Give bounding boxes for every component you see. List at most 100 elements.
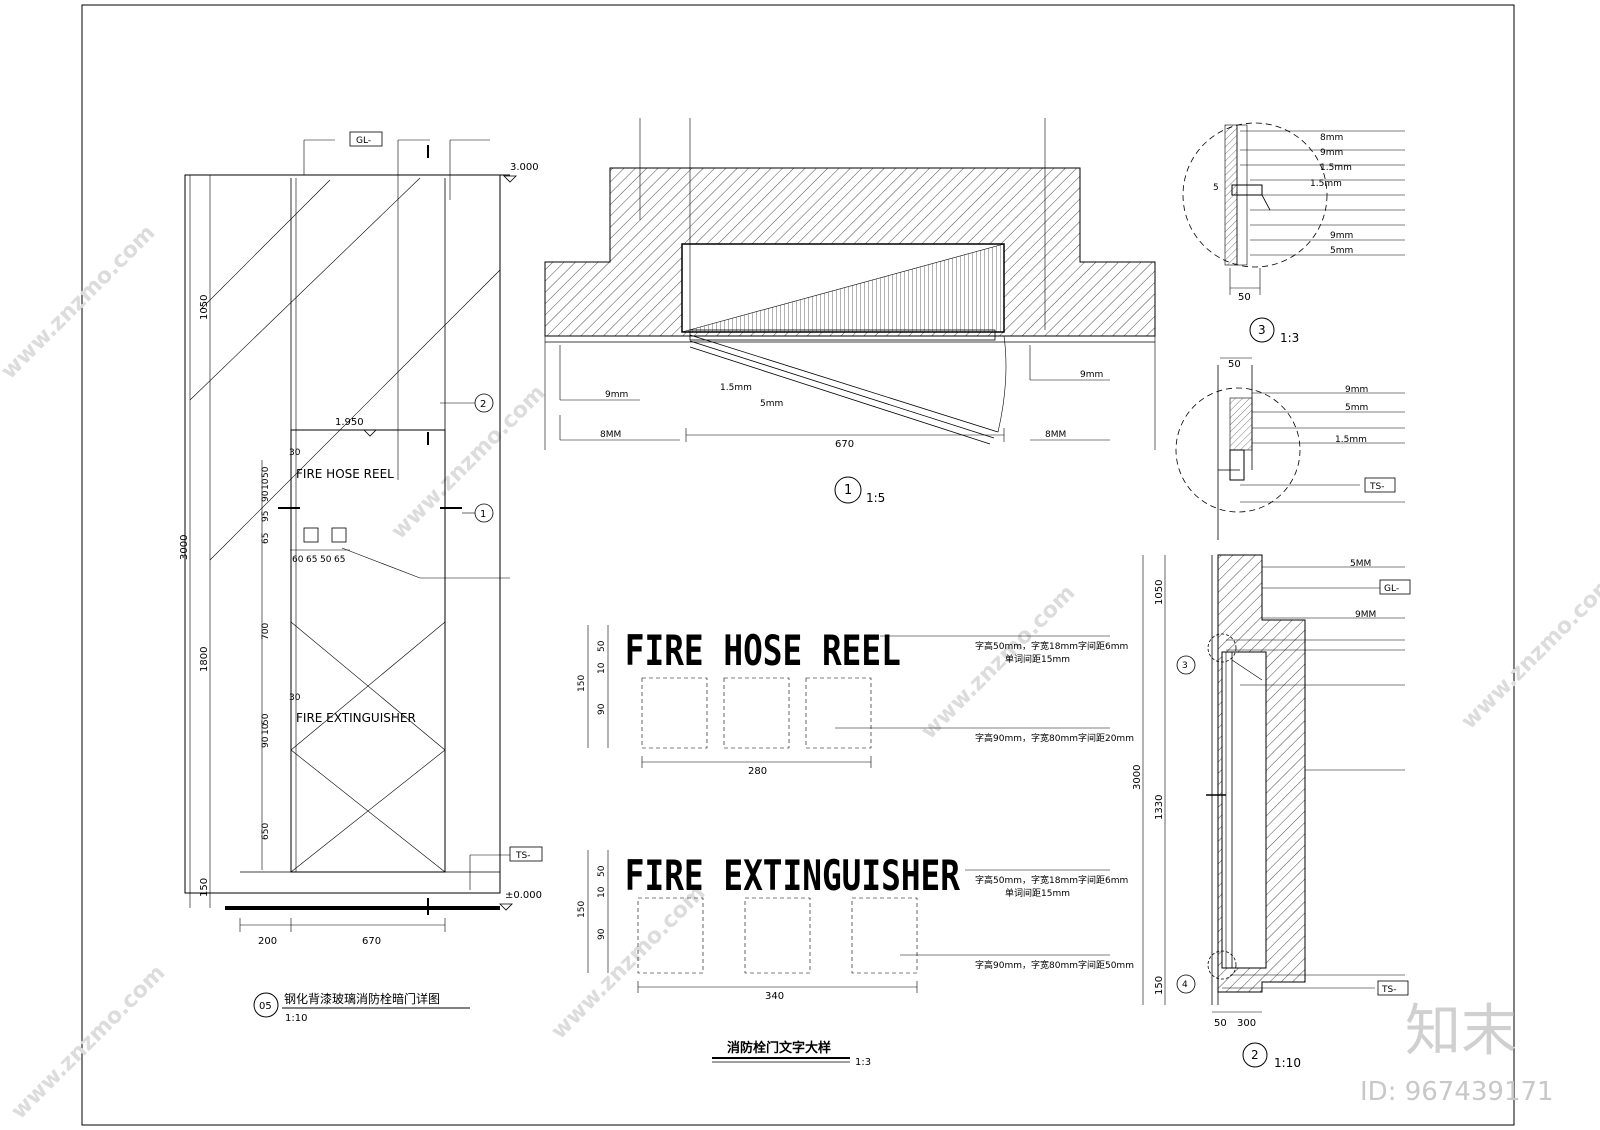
detail-05-number: 05 (259, 1001, 272, 1012)
dim-1800: 1800 (199, 647, 210, 672)
door-text-fire-hose-reel: FIRE HOSE REEL (296, 467, 394, 481)
detail-05-title: 钢化背漆玻璃消防栓暗门详图 (284, 991, 440, 1006)
detail-2-section: 3 4 5MM GL- 9MM TS- 1050 3000 1330 150 5… (1132, 554, 1411, 1070)
hose-dim-90: 90 (597, 703, 607, 715)
ext-dim-90: 90 (597, 928, 607, 940)
note-8mm-right: 8MM (1045, 430, 1066, 440)
watermark-logo-text: 知末 (1405, 999, 1517, 1064)
dim-670: 670 (835, 439, 854, 450)
dim-inner-65: 65 (261, 533, 271, 544)
dim-inner-95: 95 (261, 511, 271, 522)
dim-inner-50b: 50 (261, 713, 271, 725)
lettering-scale: 1:3 (855, 1057, 871, 1068)
d2-dim-50: 50 (1228, 359, 1241, 370)
ext-dim-150: 150 (577, 901, 587, 918)
d3-label-5mm: 5mm (1330, 246, 1353, 256)
callout-30b: 30 (289, 693, 301, 703)
ext-spec-1: 字高50mm，字宽18mm字间距6mm (975, 874, 1128, 886)
tag-ts: TS- (515, 851, 530, 861)
lettering-fire-extinguisher: FIRE EXTINGUISHER (625, 851, 961, 900)
sheet-frame (81, 4, 1515, 1126)
hose-dim-280: 280 (748, 766, 767, 777)
dim-1050: 1050 (199, 295, 210, 320)
d2-tag-ts: TS- (1369, 482, 1384, 492)
door-text-fire-extinguisher: FIRE EXTINGUISHER (296, 711, 416, 725)
dim-bottom-670: 670 (362, 936, 381, 947)
d2-tag-gl: GL- (1384, 584, 1399, 594)
d2-label-9MM: 9MM (1355, 610, 1376, 620)
elev-floor: ±0.000 (505, 890, 542, 901)
note-8mm-left: 8MM (600, 430, 621, 440)
elev-mid: 1.950 (335, 417, 364, 428)
note-9mm-right: 9mm (1080, 370, 1103, 380)
watermark-site-1: www.znzmo.com (0, 220, 160, 384)
hose-spec-1: 字高50mm，字宽18mm字间距6mm (975, 640, 1128, 652)
dim-bottom-200: 200 (258, 936, 277, 947)
d2-label-9mm: 9mm (1345, 385, 1368, 395)
hose-spec-2: 单词间距15mm (1005, 653, 1070, 665)
callout-30a: 30 (289, 448, 301, 458)
hose-dim-10: 10 (597, 662, 607, 674)
d2-dim-1050: 1050 (1154, 580, 1165, 605)
d3-label-1-5mm-b: 1.5mm (1310, 179, 1342, 189)
dim-3000: 3000 (179, 535, 190, 560)
lettering-fire-hose-reel: FIRE HOSE REEL (625, 626, 901, 675)
watermark-site-2: www.znzmo.com (387, 380, 551, 544)
dim-hole-65b: 65 (334, 555, 345, 565)
d2-dim-150: 150 (1154, 976, 1165, 995)
hose-spec-3: 字高90mm，字宽80mm字间距20mm (975, 732, 1134, 744)
detail-2-number: 2 (1251, 1048, 1259, 1062)
d2-callout-4: 4 (1182, 980, 1188, 990)
dim-inner-700: 700 (261, 623, 271, 640)
detail-1-scale: 1:5 (866, 491, 885, 505)
dim-inner-90a: 90 (261, 490, 271, 502)
note-gap: 5mm (760, 399, 783, 409)
detail-1-number: 1 (844, 483, 852, 498)
hose-dim-150: 150 (577, 675, 587, 692)
callout-1: 1 (480, 509, 486, 520)
hose-dim-50: 50 (597, 640, 607, 652)
ext-dim-340: 340 (765, 991, 784, 1002)
d3-dim-5: 5 (1213, 183, 1219, 193)
dim-hole-50: 50 (320, 555, 332, 565)
elev-top: 3.000 (510, 162, 539, 173)
detail-1-plan-section: 9mm 9mm 8MM 8MM 1.5mm 5mm 670 1 1:5 (544, 118, 1156, 505)
d2-dim-bottom-300: 300 (1237, 1018, 1256, 1029)
dim-hole-60: 60 (292, 555, 304, 565)
watermark-logo: 知末 ID: 967439171 (1360, 999, 1554, 1107)
d2-callout-3: 3 (1182, 661, 1188, 671)
dim-hole-65a: 65 (306, 555, 317, 565)
watermark-site-3: www.znzmo.com (547, 880, 711, 1044)
watermark-id: ID: 967439171 (1360, 1077, 1554, 1107)
detail-3-scale: 1:3 (1280, 331, 1299, 345)
dim-inner-10b: 10 (261, 723, 271, 735)
detail-3-number: 3 (1258, 323, 1266, 337)
watermark-site-5: www.znzmo.com (1457, 570, 1600, 734)
detail-2-scale: 1:10 (1274, 1056, 1301, 1070)
d2-dim-bottom-50: 50 (1214, 1018, 1227, 1029)
ext-dim-50: 50 (597, 865, 607, 877)
d3-label-9mm: 9mm (1320, 148, 1343, 158)
d2-tag-ts-bottom: TS- (1381, 985, 1396, 995)
note-stainless: 1.5mm (720, 383, 752, 393)
d2-label-1-5mm: 1.5mm (1335, 435, 1367, 445)
detail-2-upper: 50 9mm 5mm 1.5mm TS- (1175, 357, 1405, 540)
ext-dim-10: 10 (597, 886, 607, 898)
dim-150: 150 (199, 878, 210, 897)
detail-05-scale: 1:10 (285, 1013, 307, 1024)
detail-3-section: 50 5 8mm 9mm 1.5mm 1.5mm 9mm 5mm 3 1:3 (1182, 122, 1405, 345)
dim-inner-10a: 10 (261, 478, 271, 490)
d3-label-9mm-b: 9mm (1330, 231, 1353, 241)
d3-label-8mm: 8mm (1320, 133, 1343, 143)
d3-label-1-5mm-a: 1.5mm (1320, 163, 1352, 173)
watermark-site-6: www.znzmo.com (7, 960, 171, 1124)
callout-2: 2 (480, 399, 486, 410)
ext-spec-3: 字高90mm，字宽80mm字间距50mm (975, 959, 1134, 971)
note-9mm-left: 9mm (605, 390, 628, 400)
d3-leaders (1240, 130, 1405, 256)
d3-dim-50: 50 (1238, 292, 1251, 303)
tag-gl: GL- (356, 136, 371, 146)
d2-label-5MM: 5MM (1350, 559, 1371, 569)
d2-dim-1330: 1330 (1154, 795, 1165, 820)
